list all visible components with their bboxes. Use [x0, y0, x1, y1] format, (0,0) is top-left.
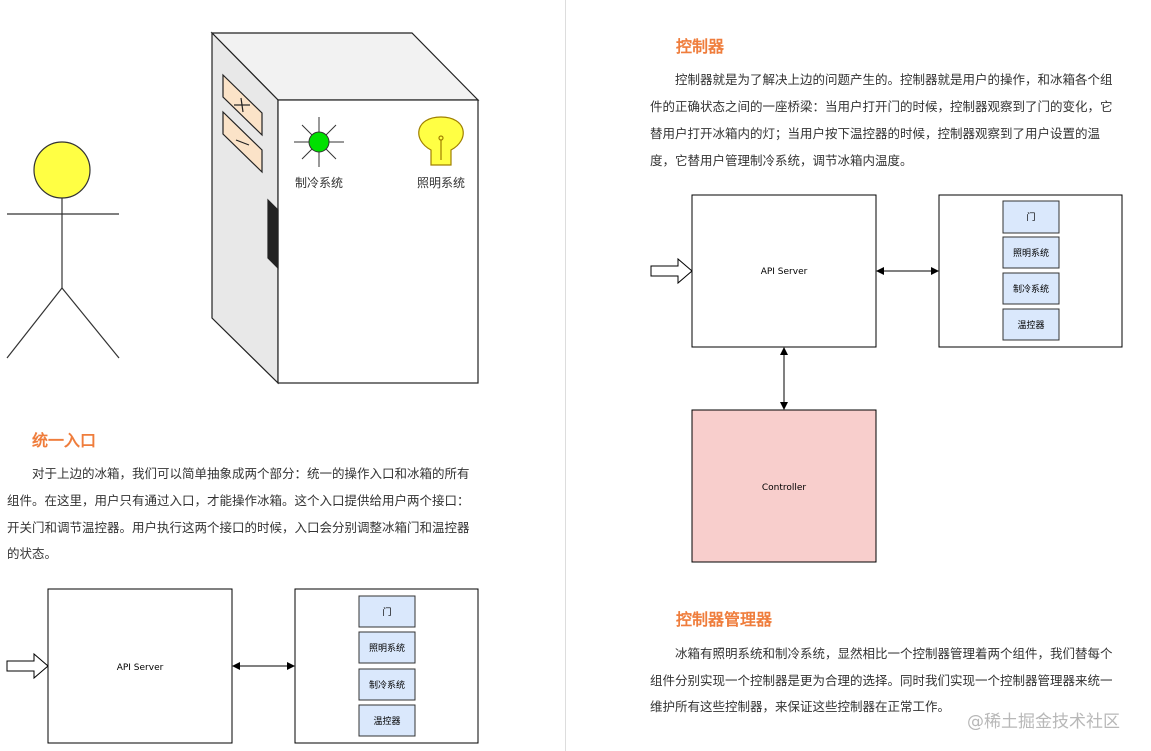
component-door [358, 595, 416, 628]
api-server-label: API Server [117, 663, 164, 673]
section-heading-controller-manager: 控制器管理器 [676, 610, 773, 629]
input-arrow-icon [6, 652, 49, 680]
api-server-box [691, 194, 877, 348]
paragraph-line: 开关门和调节温控器。用户执行这两个接口的时候，入口会分别调整冰箱门和温控器 [7, 520, 470, 535]
component-cooling [1002, 272, 1060, 305]
lighting-system-label: 照明系统 [417, 176, 465, 190]
paragraph-line: 度，它替用户管理制冷系统，调节冰箱内温度。 [650, 153, 913, 168]
page-divider [565, 0, 566, 751]
component-lighting [358, 631, 416, 664]
component-door [1002, 200, 1060, 234]
component-label: 温控器 [1017, 319, 1044, 331]
fridge-illustration: 制冷系统 照明系统 [6, 31, 480, 385]
component-label: 门 [382, 606, 391, 618]
section-heading-controller: 控制器 [676, 37, 725, 56]
component-lighting [1002, 236, 1060, 269]
controller-box [691, 409, 877, 563]
api-server-label: API Server [761, 267, 808, 277]
paragraph-line: 替用户打开冰箱内的灯；当用户按下温控器的时候，控制器观察到了用户设置的温 [650, 126, 1101, 141]
cooling-system-label: 制冷系统 [295, 176, 343, 190]
paragraph-line: 组件。在这里，用户只有通过入口，才能操作冰箱。这个入口提供给用户两个接口： [7, 493, 470, 508]
component-cooling [358, 668, 416, 701]
api-server-box [47, 588, 233, 744]
user-stick-figure-icon [6, 141, 120, 359]
watermark: @稀土掘金技术社区 [967, 712, 1120, 732]
paragraph-line: 的状态。 [7, 546, 58, 561]
paragraph-line: 对于上边的冰箱，我们可以简单抽象成两个部分：统一的操作入口和冰箱的所有 [7, 466, 470, 481]
entry-diagram: API Server 门 照明系统 制冷系统 温控器 [6, 588, 479, 744]
component-label: 照明系统 [1013, 247, 1049, 259]
paragraph-line: 冰箱有照明系统和制冷系统，显然相比一个控制器管理着两个组件，我们替每个 [650, 646, 1113, 661]
led-icon [294, 117, 344, 167]
fridge-icon [210, 31, 480, 385]
paragraph-line: 控制器就是为了解决上边的问题产生的。控制器就是用户的操作，和冰箱各个组 [650, 72, 1113, 87]
component-thermostat [358, 704, 416, 737]
component-thermostat [1002, 308, 1060, 341]
component-label: 照明系统 [369, 642, 405, 654]
input-arrow-icon [650, 257, 693, 285]
component-label: 制冷系统 [1013, 283, 1049, 295]
controller-diagram: API Server 门 照明系统 制冷系统 温控器 Controller [650, 194, 1123, 563]
paragraph-line: 组件分别实现一个控制器是更为合理的选择。同时我们实现一个控制器管理器来统一 [650, 673, 1113, 688]
lightbulb-icon [418, 116, 464, 166]
paragraph-line: 维护所有这些控制器，来保证这些控制器在正常工作。 [650, 699, 951, 714]
component-label: 制冷系统 [369, 679, 405, 691]
paragraph-line: 件的正确状态之间的一座桥梁：当用户打开门的时候，控制器观察到了门的变化，它 [650, 99, 1113, 114]
controller-label: Controller [762, 483, 807, 493]
component-label: 门 [1026, 211, 1035, 223]
section-heading-unified-entry: 统一入口 [32, 431, 97, 450]
component-label: 温控器 [373, 715, 400, 727]
